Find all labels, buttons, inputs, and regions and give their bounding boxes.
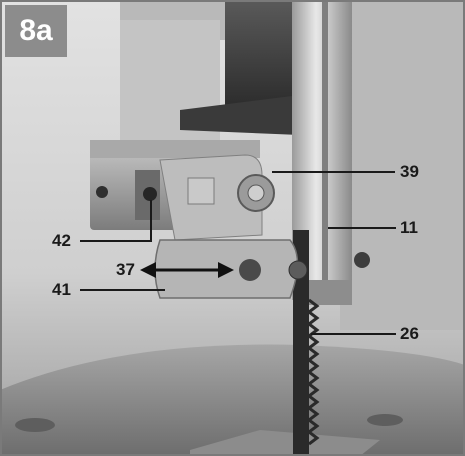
table-insert (190, 430, 380, 456)
upper-housing (120, 0, 465, 330)
left-screw-head (96, 186, 108, 198)
leader-line-42-vertical (150, 200, 152, 242)
adjust-arrow-right-head (218, 262, 234, 278)
saw-blade (293, 230, 309, 456)
leader-line-11 (328, 227, 396, 229)
post-side-screw (354, 252, 370, 268)
figure-badge-label: 8a (19, 14, 53, 47)
plate-screw (239, 259, 261, 281)
saw-table (0, 344, 465, 456)
leader-line-26 (311, 333, 396, 335)
callout-39: 39 (400, 162, 419, 181)
leader-line-39 (272, 171, 395, 173)
housing-panel (120, 20, 220, 160)
blade-teeth (306, 298, 320, 446)
upper-dark-bracket (225, 0, 295, 110)
top-bracket-plate (90, 140, 260, 158)
knob-42 (143, 187, 157, 201)
callout-41: 41 (52, 280, 71, 299)
leader-line-42 (80, 240, 152, 242)
bearing-center (247, 184, 265, 202)
callout-26: 26 (400, 324, 419, 343)
adjust-arrow-left-head (140, 262, 156, 278)
callout-11: 11 (400, 218, 418, 237)
leader-line-41 (80, 289, 165, 291)
table-hole-left (15, 418, 55, 432)
plate-end-screw (288, 260, 308, 280)
hex-nut (187, 177, 215, 205)
callout-42: 42 (52, 231, 71, 250)
figure-badge: 8a (5, 5, 67, 57)
table-hole-right (367, 414, 403, 426)
guide-post-groove (322, 0, 328, 300)
callout-37: 37 (116, 260, 135, 279)
bracket-foot (180, 95, 300, 135)
